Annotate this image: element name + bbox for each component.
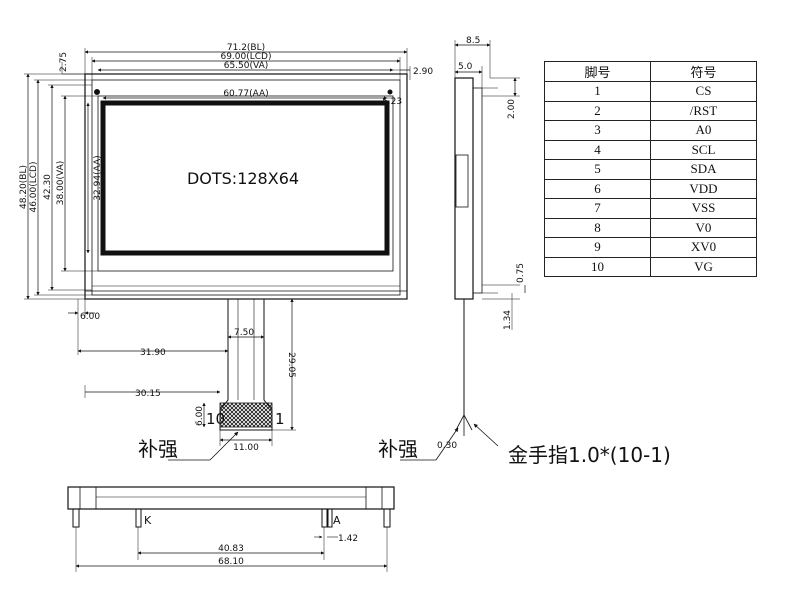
side-view [400,40,526,461]
pin-number: 4 [544,139,651,160]
bottom-view [67,486,395,572]
pin-symbol: VSS [650,198,757,219]
pin-number: 9 [544,237,651,258]
dim-aa-height: 32.94(AA) [93,155,103,200]
dim-va-height: 38.00(VA) [56,161,66,206]
pin-right-mount [383,508,391,528]
viewing-area [97,95,394,272]
pin-left-mount [72,508,80,528]
pin1-mark [94,89,100,95]
dim-finger-width: 11.00 [233,443,259,453]
dim-aa-width: 60.77(AA) [223,89,268,99]
pin-symbol: /RST [650,100,757,121]
side-stiffener-label: 补强 [378,437,418,461]
header-symbol: 符号 [650,61,757,82]
pin-cathode [135,508,142,528]
pin1-mark-right [387,89,393,95]
bottom-body [67,486,395,510]
pin-symbol: A0 [650,120,757,141]
pin-marker-right: 1 [275,410,285,428]
pin-number: 7 [544,198,651,219]
dim-bl-height: 48.20(BL) [19,165,29,209]
cathode-label: K [144,514,152,527]
dim-top-gap: 2.00 [507,99,517,119]
pin-symbol: VG [650,256,757,277]
dim-left-offset: 6.00 [80,312,100,322]
pin-symbol: VDD [650,178,757,199]
pin-number: 5 [544,159,651,180]
dim-aa-offset: 5.23 [382,97,402,107]
pin-number: 10 [544,256,651,277]
dim-finger-offset: 30.15 [135,389,161,399]
dim-total-thickness: 8.5 [466,36,480,46]
side-body [454,77,474,300]
dim-fpc-offset: 31.90 [140,348,166,358]
side-connector [455,154,469,208]
pin-symbol: SCL [650,139,757,160]
dim-top-offset: 2.75 [59,52,69,72]
pin-table-header: 脚号 符号 [544,61,757,82]
dim-bl-width: 71.2(BL) [227,43,265,53]
pin-number: 8 [544,217,651,238]
side-glass [472,87,483,294]
dim-overall-width: 68.10 [218,557,244,567]
dim-right-offset: 2.90 [413,67,433,77]
dim-side-fpc-offset: 1.34 [503,310,513,330]
pin-number: 6 [544,178,651,199]
gold-finger-area [219,402,273,428]
gold-finger-label: 金手指1.0*(10-1) [508,443,671,467]
pin-number: 1 [544,81,651,102]
dim-finger-height: 6.00 [195,406,205,426]
dim-fpc-thickness: 0.30 [437,441,457,451]
dim-glass-thickness: 5.0 [458,62,473,72]
front-stiffener-label: 补强 [138,437,178,461]
table-row: 2/RST [544,100,757,121]
pin-symbol: SDA [650,159,757,180]
dim-pin-spacing: 40.83 [218,544,244,554]
header-pin-no: 脚号 [544,61,651,82]
pin-marker-left: 10 [206,410,225,428]
pin-number: 3 [544,120,651,141]
active-area [100,100,390,256]
lcd-outline [91,79,401,296]
front-view-labels: 71.2(BL) 69.00(LCD) 65.50(VA) 60.77(AA) … [19,43,433,461]
dim-lcd-width: 69.00(LCD) [220,52,271,62]
dim-va-width: 65.50(VA) [224,61,269,71]
anode-label: A [333,514,341,527]
pin-symbol: CS [650,81,757,102]
bottom-view-labels: K A 1.42 40.83 68.10 [144,514,358,567]
dim-h42: 42.30 [43,174,53,200]
side-view-labels: 8.5 5.0 2.00 0.75 1.34 0.30 补强 金手指1.0*(1… [378,36,671,467]
dim-pin-width: 1.42 [338,534,358,544]
pin-symbol: XV0 [650,237,757,258]
pin-anode [321,508,328,528]
dim-fpc-length: 29.05 [286,352,296,378]
pin-symbol: V0 [650,217,757,238]
dim-lcd-height: 46.00(LCD) [29,161,39,212]
dim-bottom-gap: 0.75 [516,263,526,283]
front-view [24,48,411,461]
dim-fpc-width: 7.50 [234,328,254,338]
display-text: DOTS:128X64 [187,169,299,188]
pin-number: 2 [544,100,651,121]
